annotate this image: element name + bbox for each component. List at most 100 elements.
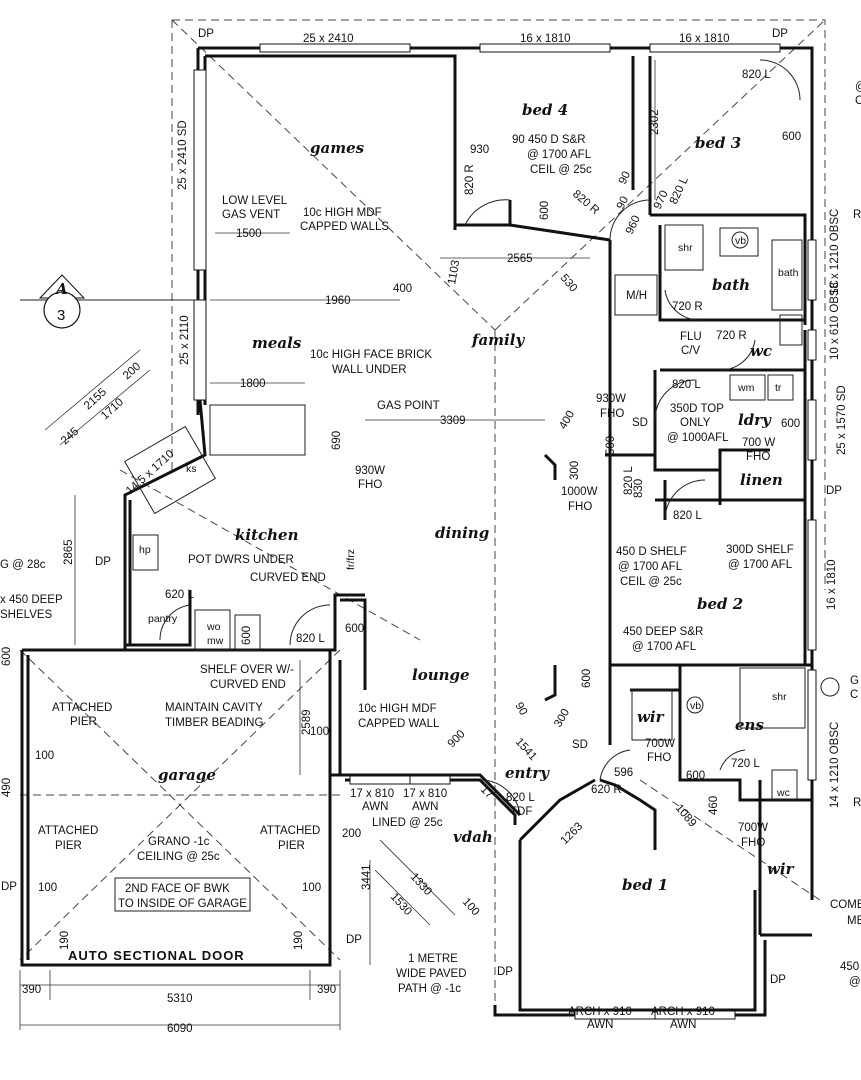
note-pier3: ATTACHED bbox=[260, 825, 320, 837]
note-arch1b: AWN bbox=[587, 1019, 613, 1031]
dim-400-dining: 400 bbox=[557, 409, 577, 432]
dim-600-kitchen: 600 bbox=[241, 626, 253, 645]
note-sr450: 450 DEEP S&R bbox=[623, 626, 703, 638]
door-wir: 620 R bbox=[591, 784, 622, 796]
dim-596: 596 bbox=[614, 767, 633, 779]
dim-3441: 3441 bbox=[361, 864, 373, 890]
dim-600-ldry: 600 bbox=[781, 418, 800, 430]
note-edge-at: @ bbox=[849, 976, 861, 988]
note-cavity2: TIMBER BEADING bbox=[165, 717, 263, 729]
room-bed4: bed 4 bbox=[522, 101, 568, 119]
note-tr: tr bbox=[775, 382, 782, 394]
door-bed4a: 820 R bbox=[464, 164, 476, 195]
note-edge-r2: R bbox=[853, 797, 861, 809]
note-shelf300b: @ 1700 AFL bbox=[728, 559, 793, 571]
note-wc-ens: wc bbox=[776, 787, 790, 799]
note-dp-r: DP bbox=[826, 485, 842, 497]
dim-100-garage: 100 bbox=[310, 726, 329, 738]
note-mdf2: 10c HIGH MDF bbox=[358, 703, 437, 715]
door-swings bbox=[159, 59, 801, 816]
dim-690: 690 bbox=[331, 431, 343, 450]
note-lined: LINED @ 25c bbox=[372, 817, 443, 829]
room-family: family bbox=[471, 331, 525, 349]
dim-wc-window: 10 x 610 OBSC bbox=[829, 280, 841, 360]
note-shelves: x 450 DEEP bbox=[0, 594, 63, 606]
dim-1330: 1330 bbox=[408, 871, 434, 898]
room-vdah: vdah bbox=[453, 828, 493, 846]
section-sheet: 3 bbox=[57, 307, 65, 324]
note-awn1b: AWN bbox=[362, 801, 388, 813]
dim-245: 245 bbox=[59, 425, 81, 447]
note-pier1b: PIER bbox=[70, 716, 97, 728]
dim-1800: 1800 bbox=[240, 378, 266, 390]
note-vb2: vb bbox=[690, 700, 701, 712]
note-arch2: ARCH x 910 bbox=[651, 1006, 715, 1018]
note-fho700w: 700W bbox=[738, 822, 768, 834]
door-wc: 720 R bbox=[716, 330, 747, 342]
note-pot: POT DWRS UNDER bbox=[188, 554, 294, 566]
note-shelf450c: CEIL @ 25c bbox=[620, 576, 682, 588]
dim-2565: 2565 bbox=[507, 253, 533, 265]
dim-1500: 1500 bbox=[236, 228, 262, 240]
note-fho1000b: FHO bbox=[568, 501, 592, 513]
dim-left-upper: 25 x 2410 SD bbox=[177, 120, 189, 190]
note-cavity: MAINTAIN CAVITY bbox=[165, 702, 263, 714]
dim-500: 500 bbox=[605, 436, 617, 455]
note-flu: FLU bbox=[680, 331, 702, 343]
note-mdf1: 10c HIGH MDF bbox=[303, 207, 382, 219]
dim-200-entry: 200 bbox=[342, 828, 361, 840]
note-fho700: 700 W bbox=[742, 437, 775, 449]
note-arch2b: AWN bbox=[670, 1019, 696, 1031]
note-wm: wm bbox=[737, 382, 755, 394]
door-90: 90 bbox=[615, 195, 631, 212]
note-sr450b: @ 1700 AFL bbox=[632, 641, 697, 653]
room-meals: meals bbox=[252, 334, 302, 352]
dim-right-mid: 25 x 1570 SD bbox=[836, 385, 848, 455]
dim-90-entry: 90 bbox=[512, 701, 529, 718]
dim-600-lounge: 600 bbox=[345, 623, 364, 635]
note-b4-shelf3: CEIL @ 25c bbox=[530, 164, 592, 176]
note-bwk2: TO INSIDE OF GARAGE bbox=[118, 898, 247, 910]
room-labels: games bed 4 bed 3 bath family meals wc l… bbox=[148, 101, 795, 894]
dim-100-g3: 100 bbox=[302, 882, 321, 894]
room-wir-lower: wir bbox=[767, 860, 795, 878]
note-shelf450b: @ 1700 AFL bbox=[618, 561, 683, 573]
note-awn2b: AWN bbox=[412, 801, 438, 813]
room-ldry: ldry bbox=[738, 411, 772, 429]
dim-top-left: 25 x 2410 bbox=[303, 33, 354, 45]
note-fho930rb: FHO bbox=[600, 408, 624, 420]
note-shelf450: 450 D SHELF bbox=[616, 546, 687, 558]
note-edge-450: 450 bbox=[840, 961, 859, 973]
note-paved: 1 METRE bbox=[408, 953, 458, 965]
section-marker: A 3 bbox=[20, 274, 200, 329]
door-linen: 820 L bbox=[673, 510, 702, 522]
note-edge-490: 490 bbox=[1, 778, 13, 797]
note-b4-shelf2: @ 1700 AFL bbox=[527, 149, 592, 161]
note-fho700b: FHO bbox=[746, 451, 770, 463]
dim-bath-window: 18 x 1210 OBSC bbox=[829, 209, 841, 295]
note-top350c: @ 1000AFL bbox=[667, 432, 729, 444]
dim-right-bed2: 16 x 1810 bbox=[826, 559, 838, 610]
note-edge-comb: COMB bbox=[830, 899, 861, 911]
room-dining: dining bbox=[435, 524, 489, 542]
notes: DP DP DP DP DP DP DP DP LOW LEVEL GAS VE… bbox=[0, 28, 861, 1031]
note-sd2: SD bbox=[572, 739, 588, 751]
dim-600-ens: 600 bbox=[686, 770, 705, 782]
note-sd: SD bbox=[632, 417, 648, 429]
note-fho930: 930W bbox=[355, 465, 385, 477]
door-lounge: 820 L bbox=[296, 633, 325, 645]
note-edge-600: 600 bbox=[1, 647, 13, 666]
windows bbox=[193, 43, 817, 1020]
dim-1263: 1263 bbox=[559, 821, 586, 848]
dim-2302: 2302 bbox=[649, 109, 661, 135]
note-bathtub: bath bbox=[778, 267, 799, 279]
room-garage: garage bbox=[158, 766, 216, 784]
note-arch1: ARCH x 910 bbox=[568, 1006, 632, 1018]
dim-200: 200 bbox=[121, 360, 143, 382]
dim-190b: 190 bbox=[293, 931, 305, 950]
door-ldry: 820 L bbox=[672, 379, 701, 391]
note-dp-p: DP bbox=[497, 966, 513, 978]
note-grano: GRANO -1c bbox=[148, 836, 210, 848]
note-dp-tl: DP bbox=[198, 28, 214, 40]
dim-6090: 6090 bbox=[167, 1023, 193, 1035]
